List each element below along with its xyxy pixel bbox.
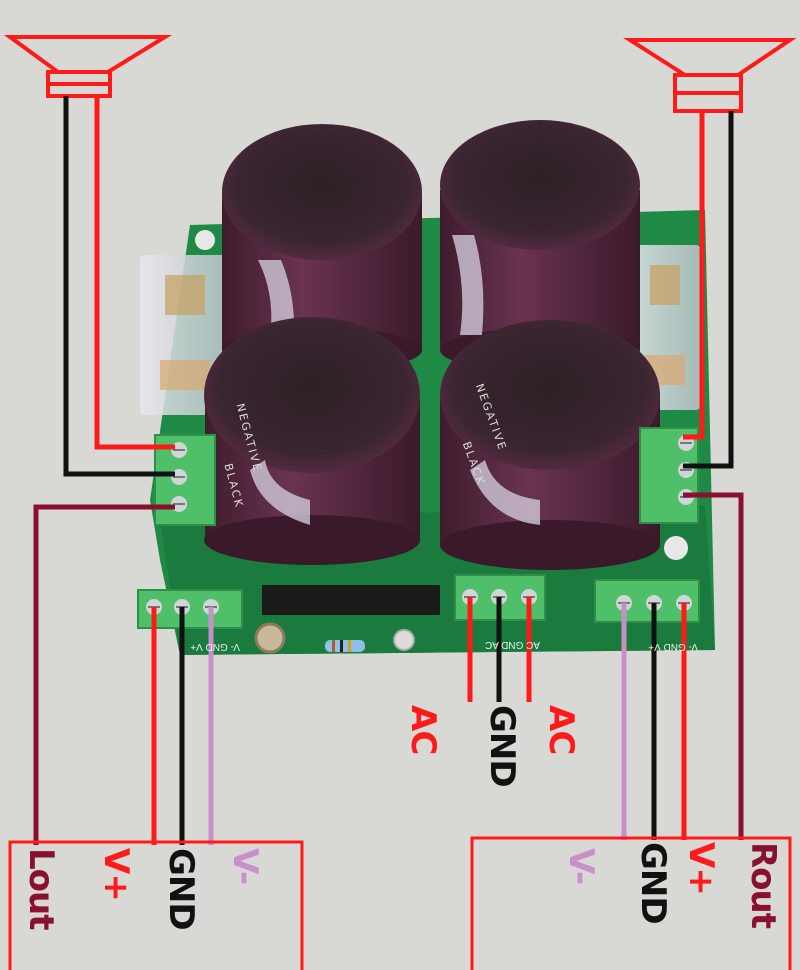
mount-hole [254,622,286,654]
left-amp-box [8,840,304,970]
label-left-gnd: GND [161,848,201,930]
right-amp-box [470,836,792,970]
left-speaker-icon [3,35,173,98]
label-ac-left: AC [403,705,443,755]
capacitor-front-right [440,320,660,570]
capacitor-front-left [204,317,420,565]
pcb-label-center-header: AC GND AC [484,639,540,650]
label-right-gnd: GND [633,842,673,924]
right-output-terminal [639,427,699,524]
pcb-label-right-header: V- GND V+ [648,641,698,652]
label-lout: Lout [21,848,61,930]
mount-hole [664,536,688,560]
pcb-label-left-header: V- GND V+ [190,641,240,652]
resistor [325,640,365,652]
right-speaker-icon [623,38,797,113]
label-rout: Rout [743,842,783,928]
left-output-terminal [154,434,216,526]
wires [33,96,744,845]
label-left-vminus: V- [225,848,265,884]
label-right-vplus: V+ [681,842,721,895]
mount-hole [195,230,215,250]
label-ac-gnd: GND [482,705,522,787]
mount-hole [393,629,415,651]
label-left-vplus: V+ [96,848,136,901]
rectifier-strip [262,585,440,615]
label-ac-right: AC [541,705,581,755]
label-right-vminus: V- [561,848,601,884]
